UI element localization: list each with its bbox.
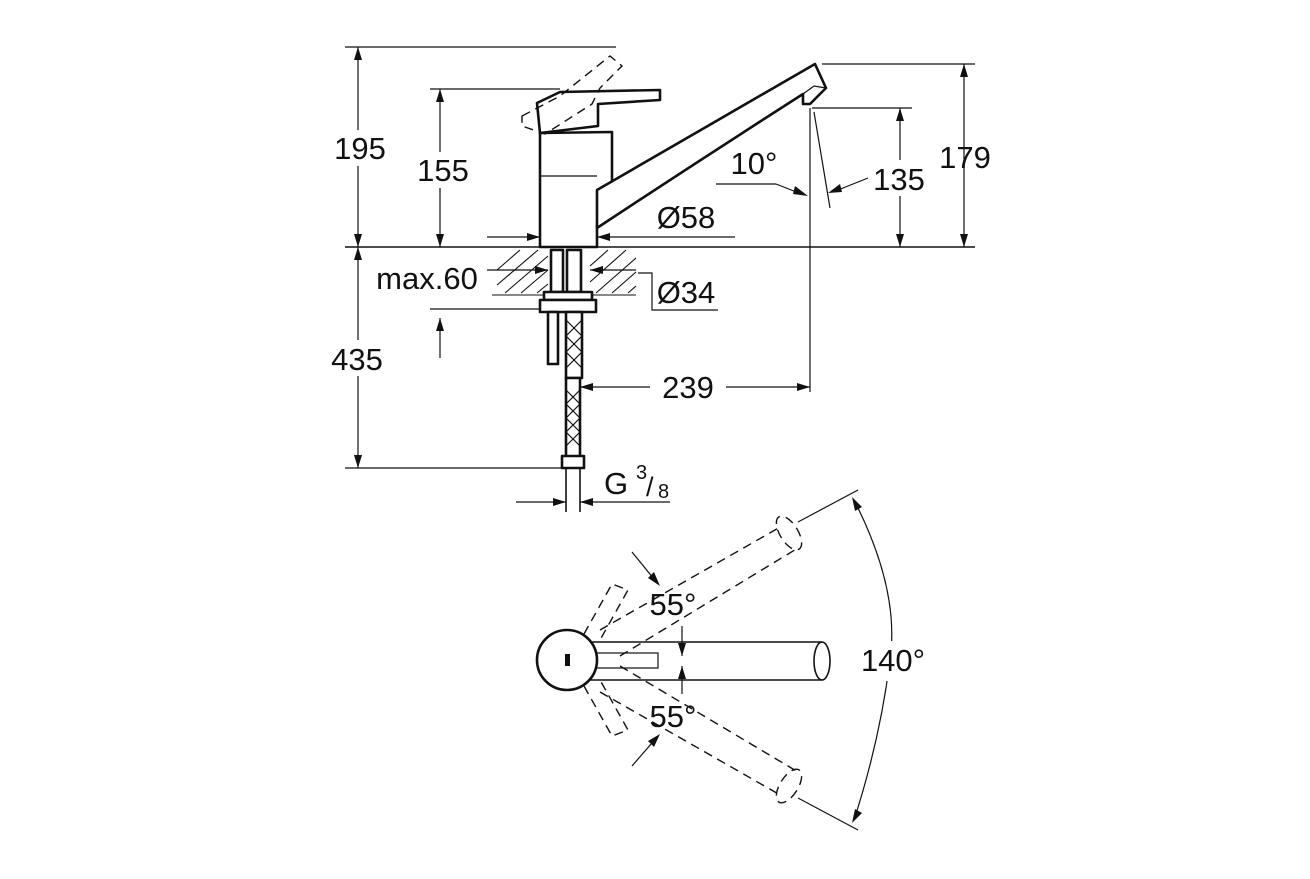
dim-angle-10: 10° xyxy=(716,108,869,392)
spout-top-swung-down xyxy=(599,665,803,804)
dim-height-total: 195 xyxy=(334,131,386,166)
dim-lever-angle-upper: 55° xyxy=(650,587,697,622)
dim-body-diameter: Ø58 xyxy=(657,200,716,235)
dim-195: 195 xyxy=(328,46,616,247)
dim-155: 155 xyxy=(412,88,560,247)
dim-239: 239 xyxy=(580,368,810,405)
underside-connection xyxy=(538,248,598,380)
dim-below-counter: 435 xyxy=(331,342,383,377)
dim-max-counter-thickness: max.60 xyxy=(376,261,478,296)
svg-text:/: / xyxy=(646,472,654,502)
dim-435: 435 xyxy=(325,247,562,469)
top-view: 55° 55° 140° xyxy=(535,489,936,831)
dim-spout-angle: 10° xyxy=(731,146,778,181)
dim-135: 135 xyxy=(812,107,928,247)
dim-max-60: max.60 xyxy=(368,260,636,296)
dim-height-outlet: 135 xyxy=(873,162,925,197)
spout-top-swung-up xyxy=(599,515,803,657)
dim-thread-prefix: G xyxy=(604,466,628,501)
countertop-section-right xyxy=(589,249,637,296)
dim-hole-diameter: Ø34 xyxy=(657,275,716,310)
dim-179: 179 xyxy=(822,63,991,247)
dim-height-lever: 155 xyxy=(417,153,469,188)
dim-dia-58: Ø58 xyxy=(487,200,735,241)
supply-hose xyxy=(560,376,586,512)
dim-swivel-angle: 140° xyxy=(861,643,925,678)
spout xyxy=(595,62,828,230)
side-view: 195 155 179 135 xyxy=(325,46,991,512)
dim-dia-34: Ø34 xyxy=(638,272,718,311)
dim-reach: 239 xyxy=(662,370,714,405)
dim-angle-55-lower: 55° xyxy=(631,666,697,767)
dim-thread: G 3 / 8 xyxy=(516,462,670,506)
dim-thread-numerator: 3 xyxy=(636,462,647,484)
dim-thread-denominator: 8 xyxy=(658,481,669,503)
spout-top-center xyxy=(588,641,822,681)
lever-handle xyxy=(535,88,662,135)
lever-raised-outline xyxy=(521,55,624,135)
dim-height-spout: 179 xyxy=(939,140,991,175)
dim-angle-140: 140° xyxy=(797,489,936,831)
dim-lever-angle-lower: 55° xyxy=(650,699,697,734)
countertop-section-left xyxy=(492,249,549,296)
lever-top-swung xyxy=(583,583,630,737)
dim-angle-55-upper: 55° xyxy=(631,551,697,656)
